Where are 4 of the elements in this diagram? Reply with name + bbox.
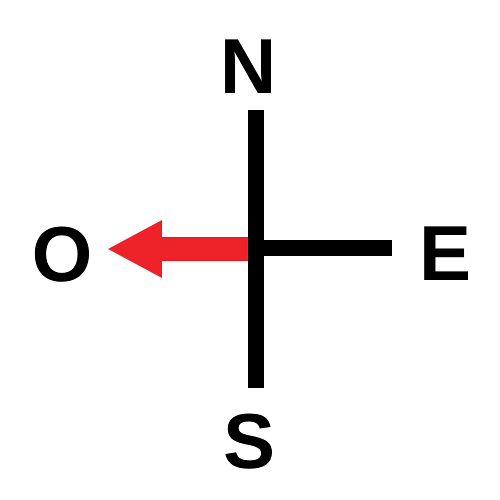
direction-letter: S <box>222 411 276 471</box>
direction-letter: N <box>220 36 276 96</box>
direction-letter: O <box>32 224 92 284</box>
direction-letter: E <box>418 223 472 283</box>
